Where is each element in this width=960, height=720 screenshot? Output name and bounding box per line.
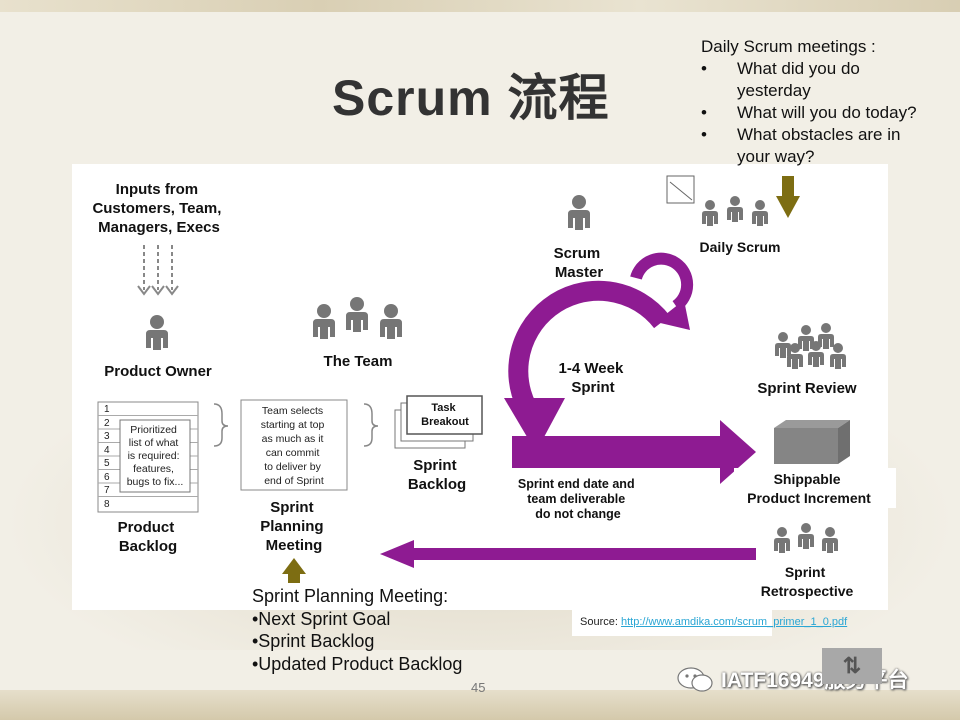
backlog-row-2: 2 <box>104 418 110 429</box>
daily-scrum-note-2: •What will you do today? <box>701 103 917 122</box>
daily-scrum-arrow <box>776 176 800 218</box>
wechat-icon <box>677 667 713 692</box>
sprint-backlog-label: Sprint Backlog <box>408 457 466 493</box>
sprint-cycle-arrow <box>504 252 694 452</box>
sprint-planning-meeting-label: Sprint Planning Meeting <box>260 499 328 554</box>
page-number: 45 <box>471 680 486 695</box>
team-selects-box <box>240 399 348 491</box>
top-border <box>0 0 960 12</box>
daily-scrum-notes: Daily Scrum meetings : •What did you do … <box>701 36 923 168</box>
backlog-row-7: 7 <box>104 485 110 496</box>
source-label: Source: <box>580 616 618 628</box>
backlog-row-3: 3 <box>104 431 110 442</box>
team-member-icon-1 <box>313 304 335 339</box>
product-backlog-list: 1 2 3 4 5 6 7 8 Prioritized list of what… <box>97 401 199 513</box>
scrum-master-label: Scrum Master <box>554 245 605 281</box>
inputs-label: Inputs from Customers, Team, Managers, E… <box>92 181 225 236</box>
daily-scrum-label: Daily Scrum <box>700 239 781 255</box>
daily-scrum-person-2 <box>727 196 743 222</box>
brace-2 <box>363 403 379 447</box>
team-selects-text: Team selects starting at top as much as … <box>261 405 328 487</box>
input-dashed-arrows <box>137 245 179 296</box>
sprint-review-label: Sprint Review <box>757 380 857 397</box>
backlog-row-1: 1 <box>104 404 110 415</box>
sprint-planning-notes: Sprint Planning Meeting: •Next Sprint Go… <box>252 585 462 675</box>
daily-scrum-person-1 <box>702 200 718 226</box>
backlog-note: Prioritized list of what is required: fe… <box>127 424 184 488</box>
deliver-arrow <box>512 420 756 484</box>
scrum-master-icon <box>568 195 590 230</box>
backlog-row-8: 8 <box>104 499 110 510</box>
team-member-icon-3 <box>380 304 402 339</box>
sprint-end-note: Sprint end date and team deliverable do … <box>518 477 638 521</box>
planning-arrow <box>282 558 306 583</box>
diagram-panel <box>72 164 888 610</box>
sprint-planning-notes-heading: Sprint Planning Meeting: <box>252 586 449 606</box>
backlog-row-4: 4 <box>104 445 110 456</box>
backlog-row-6: 6 <box>104 472 110 483</box>
daily-scrum-person-3 <box>752 200 768 226</box>
sprint-cycle-label: 1-4 Week Sprint <box>559 360 628 396</box>
daily-scrum-note-3: •What obstacles are in your way? <box>701 125 901 166</box>
sprint-planning-note-1: •Next Sprint Goal <box>252 608 391 629</box>
product-owner-label: Product Owner <box>104 363 212 380</box>
source-link[interactable]: http://www.amdika.com/scrum_primer_1_0.p… <box>620 616 848 628</box>
sprint-planning-note-2: •Sprint Backlog <box>252 631 375 651</box>
return-arrow <box>380 540 756 568</box>
retro-person-1 <box>774 527 790 553</box>
slide-title: Scrum 流程 <box>332 70 610 126</box>
source-citation: Source: http://www.amdika.com/scrum_prim… <box>572 610 847 636</box>
task-breakout-stack: Task Breakout <box>394 395 483 449</box>
review-person-1 <box>775 332 791 358</box>
shippable-label: Shippable Product Increment <box>747 471 871 506</box>
bottom-border <box>0 690 960 720</box>
backlog-row-5: 5 <box>104 458 110 469</box>
sprint-retrospective-label: Sprint Retrospective <box>761 564 854 599</box>
daily-scrum-notes-heading: Daily Scrum meetings : <box>701 37 876 56</box>
product-increment-box <box>774 420 850 464</box>
sprint-planning-note-3: •Updated Product Backlog <box>252 653 463 674</box>
retro-person-2 <box>798 523 814 549</box>
product-backlog-label: Product Backlog <box>118 519 179 555</box>
brace-1 <box>213 403 229 447</box>
retro-person-3 <box>822 527 838 553</box>
product-owner-icon <box>146 315 168 350</box>
the-team-label: The Team <box>324 353 393 370</box>
navigation-updown-icon[interactable]: ⇅ <box>822 648 882 684</box>
team-member-icon-2 <box>346 297 368 332</box>
svg-text:Task Breakout: Task Breakout <box>421 402 469 428</box>
daily-scrum-note-1: •What did you do yesterday <box>701 59 860 100</box>
